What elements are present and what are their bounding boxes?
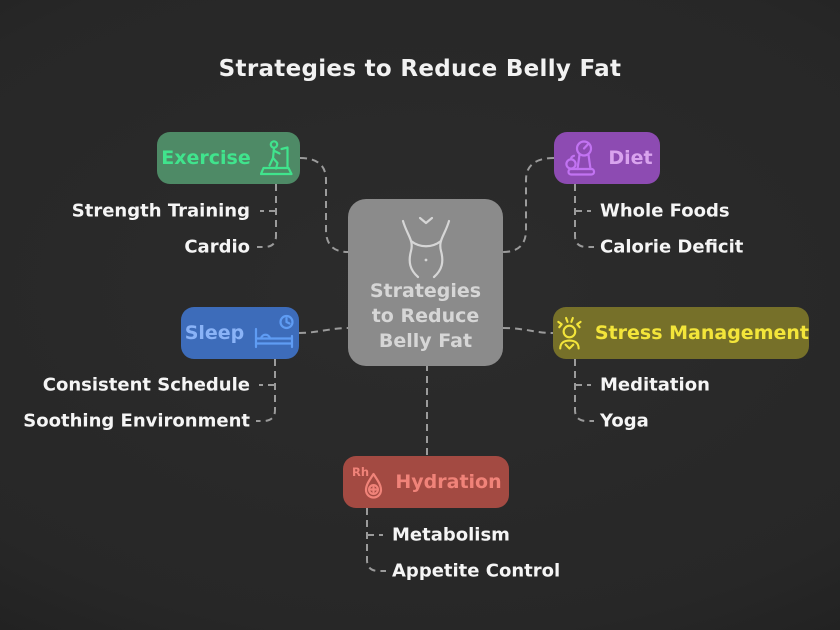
treadmill-icon xyxy=(259,140,293,176)
food-scale-icon xyxy=(565,140,596,176)
bed-clock-icon xyxy=(255,314,294,349)
link-stress-children xyxy=(574,359,594,422)
link-sleep-children xyxy=(256,359,276,422)
label-strength-training: Strength Training xyxy=(71,200,250,222)
node-hydration: Rh Hydration xyxy=(343,456,509,508)
label-yoga: Yoga xyxy=(600,410,649,432)
link-exercise-children xyxy=(257,184,277,248)
node-exercise-label: Exercise xyxy=(161,147,251,169)
link-diet-children xyxy=(574,184,594,248)
belly-outline-icon xyxy=(401,216,450,279)
node-sleep: Sleep xyxy=(181,307,299,359)
blood-drop-icon-text: Rh xyxy=(352,465,369,479)
node-hydration-label: Hydration xyxy=(395,471,502,493)
label-meditation: Meditation xyxy=(600,374,710,396)
node-diet: Diet xyxy=(554,132,660,184)
label-whole-foods: Whole Foods xyxy=(600,200,730,222)
node-exercise: Exercise xyxy=(157,132,300,184)
center-node-label-line: Strategies xyxy=(369,280,482,302)
center-node-label-line: Belly Fat xyxy=(378,330,473,352)
center-node-label-line: to Reduce xyxy=(371,305,480,327)
node-stress-management-label: Stress Management xyxy=(594,322,809,344)
blood-drop-icon: Rh xyxy=(352,465,383,499)
label-consistent-schedule: Consistent Schedule xyxy=(42,374,250,396)
label-calorie-deficit: Calorie Deficit xyxy=(600,236,744,258)
link-hydration-children xyxy=(366,508,386,572)
node-stress-management: Stress Management xyxy=(553,307,809,359)
link-sleep-center xyxy=(298,327,349,334)
node-sleep-label: Sleep xyxy=(184,322,245,344)
label-metabolism: Metabolism xyxy=(392,524,510,546)
page-title: Strategies to Reduce Belly Fat xyxy=(218,56,622,82)
label-appetite-control: Appetite Control xyxy=(392,560,561,582)
label-soothing-environment: Soothing Environment xyxy=(23,410,250,432)
link-center-stress xyxy=(502,327,554,334)
label-cardio: Cardio xyxy=(184,236,250,258)
node-diet-label: Diet xyxy=(608,147,653,169)
link-exercise-center xyxy=(299,157,349,253)
stressed-person-icon xyxy=(557,316,582,350)
center-node: Strategies to Reduce Belly Fat xyxy=(348,199,503,366)
link-diet-center xyxy=(502,157,555,253)
